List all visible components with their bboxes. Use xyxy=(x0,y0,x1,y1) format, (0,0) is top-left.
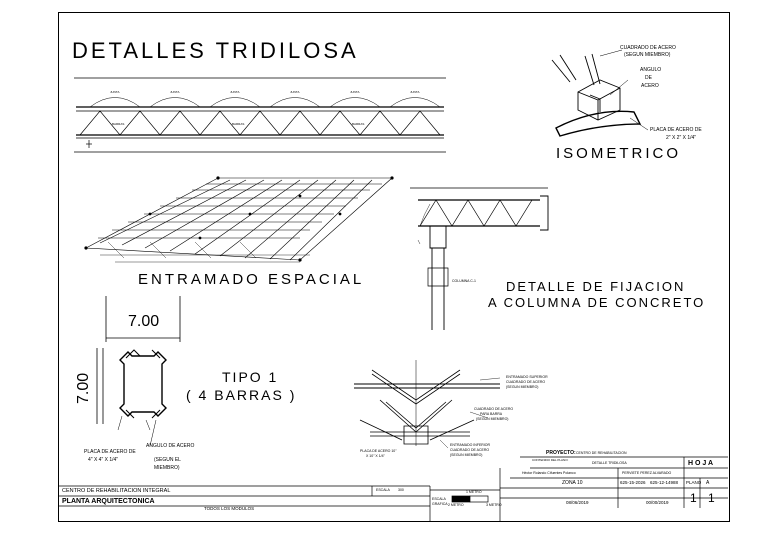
tb-escala-label: ESCALA xyxy=(376,488,390,492)
tb-planta: PLANTA ARQUITECTONICA xyxy=(62,498,155,505)
tb-plano-letter: A xyxy=(706,480,710,486)
dim-horizontal: 7.00 xyxy=(128,313,160,330)
svg-text:BARRAS: BARRAS xyxy=(112,122,124,126)
svg-text:JUNTA: JUNTA xyxy=(410,90,419,94)
tb-escala-grafica-1: ESCALA xyxy=(432,497,446,501)
iso-cuadrado-label: CUADRADO DE ACERO xyxy=(620,45,676,51)
tipo-1-plan xyxy=(96,296,181,447)
dim-vertical: 7.00 xyxy=(75,372,92,404)
tb-alumno-2: PERVIETE PEREZ ALVARADO xyxy=(622,471,672,475)
tipo-title-1: TIPO 1 xyxy=(222,369,279,385)
tipo-segun-label-1: (SEGUN EL xyxy=(154,457,181,463)
svg-text:JUNTA: JUNTA xyxy=(110,90,119,94)
node-detail xyxy=(354,360,501,449)
tipo-angulo-label: ANGULO DE ACERO xyxy=(146,443,195,449)
tb-fecha-1: 08/06/2019 xyxy=(566,500,589,505)
truss-elevation-tiny-labels: JUNTA JUNTA JUNTA JUNTA JUNTA JUNTA BARRAS BA… xyxy=(110,90,419,126)
iso-angulo-label-3: ACERO xyxy=(641,83,659,89)
iso-angulo-label-2: DE xyxy=(645,75,652,81)
svg-text:BARRAS: BARRAS xyxy=(352,122,364,126)
svg-text:JUNTA: JUNTA xyxy=(350,90,359,94)
tb-proyecto-label: PROYECTO: xyxy=(546,450,576,456)
svg-text:JUNTA: JUNTA xyxy=(170,90,179,94)
tipo-placa-label-1: PLACA DE ACERO DE xyxy=(84,449,136,455)
iso-placa-label-2: 2" X 2" X 1/4" xyxy=(666,135,697,141)
tb-plano-label: PLANO xyxy=(686,480,702,485)
isometric-title: ISOMETRICO xyxy=(556,145,682,162)
tb-metro-3: 3 METRO xyxy=(486,503,502,507)
tb-escala-value: 300 xyxy=(398,488,404,492)
fixation-title-2: A COLUMNA DE CONCRETO xyxy=(488,295,706,310)
fixation-detail xyxy=(410,187,549,330)
tb-plano-num-2: 1 xyxy=(708,491,715,505)
tb-fecha-2: 00/00/2019 xyxy=(646,500,669,505)
fixation-title-1: DETALLE DE FIJACION xyxy=(506,279,686,294)
tb-contenido-label: CONTENIDO DEL PLANO: xyxy=(532,458,569,462)
node-placa-label-2: X 10" X 1/4" xyxy=(366,454,385,458)
space-frame-nodes xyxy=(84,176,394,262)
sheet-border xyxy=(58,12,730,522)
tb-contenido-value: DETALLE TRIDILOSA xyxy=(592,461,627,465)
tipo-placa-label-2: 4" X 4" X 1/4" xyxy=(88,457,119,463)
iso-angulo-label-1: ANGULO xyxy=(640,67,662,73)
svg-text:JUNTA: JUNTA xyxy=(290,90,299,94)
iso-placa-label-1: PLACA DE ACERO DE xyxy=(650,127,702,133)
tipo-title-2: ( 4 BARRAS ) xyxy=(186,387,297,403)
tb-proyecto-value: CENTRO DE REHABILITACION xyxy=(576,451,627,455)
svg-text:JUNTA: JUNTA xyxy=(230,90,239,94)
fixation-columna-label: COLUMNA C-1 xyxy=(452,279,476,283)
node-cuadrado-barra-1: CUADRADO DE ACERO xyxy=(474,407,514,411)
tb-metro-2: 2 METRO xyxy=(448,503,464,507)
svg-text:BARRAS: BARRAS xyxy=(232,122,244,126)
tb-carnet-1: 625-15-2026 xyxy=(620,480,646,485)
tb-carnet-2: 625-12-14988 xyxy=(650,480,679,485)
tb-metro-1: 1 METRO xyxy=(466,490,482,494)
title-block-lines xyxy=(58,456,728,522)
tb-centro: CENTRO DE REHABILITACION INTEGRAL xyxy=(62,488,171,494)
node-entramado-sup-3: (SEGUN MIEMBRO) xyxy=(506,385,539,389)
main-title: DETALLES TRIDILOSA xyxy=(72,38,359,63)
space-frame-title: ENTRAMADO ESPACIAL xyxy=(138,271,365,288)
tb-zona: ZONA 10 xyxy=(562,480,583,486)
tb-alumnos: Héctor Rolando Cifuentes Polanco xyxy=(522,471,576,475)
tb-todos: TODOS LOS MODULOS xyxy=(204,506,255,511)
node-entramado-sup-2: CUADRADO DE ACERO xyxy=(506,380,546,384)
node-placa-label-1: PLACA DE ACERO 10" xyxy=(360,449,397,453)
node-cuadrado-barra-3: (SEGUN MIEMBRO) xyxy=(476,417,509,421)
iso-segun-label: (SEGUN MIEMBRO) xyxy=(624,52,671,58)
isometric-detail xyxy=(551,49,649,137)
node-entramado-inf-3: (SEGUN MIEMBRO) xyxy=(450,453,483,457)
tipo-segun-label-2: MIEMBRO) xyxy=(154,465,180,471)
node-entramado-sup-1: ENTRAMADO SUPERIOR xyxy=(506,375,548,379)
tb-plano-num-1: 1 xyxy=(690,491,697,505)
node-entramado-inf-2: CUADRADO DE ACERO xyxy=(450,448,490,452)
truss-elevation xyxy=(74,77,446,153)
node-cuadrado-barra-2: PARA BARRA xyxy=(480,412,503,416)
node-entramado-inf-1: ENTRAMADO INFERIOR xyxy=(450,443,491,447)
tb-escala-grafica-2: GRAFICA xyxy=(432,502,448,506)
tb-hoja: H O J A xyxy=(688,460,714,467)
